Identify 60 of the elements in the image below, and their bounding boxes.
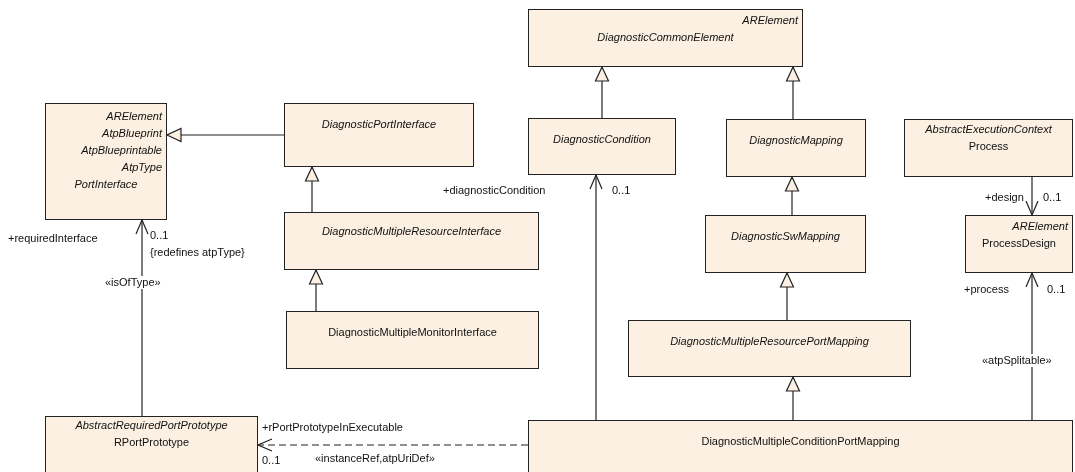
multiplicity: 0..1: [612, 184, 631, 197]
class-box: [528, 9, 803, 67]
stereotype-name: ARElement: [105, 109, 162, 124]
generalization-arrow: [166, 127, 285, 143]
association-arrow: [1025, 176, 1039, 216]
class-box: [528, 118, 676, 175]
class-name: DiagnosticMultipleResourceInterface: [320, 224, 503, 239]
multiplicity: 0..1: [1043, 191, 1062, 204]
role-name: +process: [964, 283, 1009, 296]
class-name: DiagnosticMapping: [748, 133, 844, 148]
class-box: [904, 119, 1073, 177]
class-name: PortInterface: [73, 177, 139, 192]
class-name: DiagnosticCondition: [552, 132, 652, 147]
class-box: [705, 215, 866, 273]
class-name: DiagnosticMultipleConditionPortMapping: [700, 434, 901, 449]
stereotype-name: AtpBlueprint: [100, 126, 162, 141]
class-name: DiagnosticCommonElement: [596, 30, 735, 45]
stereotype-name: AtpBlueprintable: [80, 143, 162, 158]
association-arrow: [1025, 272, 1039, 421]
stereotype-label: «atpSplitable»: [981, 354, 1053, 367]
class-box: [45, 416, 258, 472]
stereotype-name: AbstractExecutionContext: [924, 122, 1053, 137]
class-name: ProcessDesign: [981, 236, 1057, 251]
class-name: DiagnosticMultipleMonitorInterface: [327, 325, 498, 340]
class-box: [286, 311, 539, 369]
stereotype-label: «isOfType»: [104, 276, 162, 289]
role-name: +diagnosticCondition: [443, 184, 546, 197]
class-name: DiagnosticPortInterface: [320, 117, 438, 132]
class-box: [284, 103, 474, 167]
constraint-label: {redefines atpType}: [150, 246, 245, 259]
class-box: [965, 215, 1073, 273]
role-name: +design: [985, 191, 1024, 204]
class-name: DiagnosticMultipleResourcePortMapping: [669, 334, 870, 349]
class-box: [45, 103, 167, 220]
class-box: [628, 320, 911, 377]
stereotype-name: AtpType: [120, 160, 162, 175]
association-arrow: [589, 174, 603, 421]
multiplicity: 0..1: [150, 229, 169, 242]
multiplicity: 0..1: [1047, 283, 1066, 296]
stereotype-label: «instanceRef,atpUriDef»: [314, 452, 436, 465]
class-name: Process: [967, 139, 1010, 154]
class-box: [528, 420, 1073, 472]
generalization-arrow: [784, 176, 800, 216]
class-name: RPortPrototype: [112, 435, 191, 450]
stereotype-name: ARElement: [1011, 219, 1068, 234]
association-arrow: [257, 438, 529, 452]
generalization-arrow: [785, 66, 801, 120]
generalization-arrow: [304, 166, 320, 213]
class-name: DiagnosticSwMapping: [730, 229, 841, 244]
class-box: [726, 119, 866, 177]
class-box: [284, 212, 539, 270]
role-name: +requiredInterface: [8, 232, 98, 245]
stereotype-name: AbstractRequiredPortPrototype: [74, 418, 229, 433]
generalization-arrow: [785, 376, 801, 421]
generalization-arrow: [779, 272, 795, 321]
stereotype-name: ARElement: [741, 13, 798, 28]
multiplicity: 0..1: [262, 454, 281, 467]
association-arrow: [135, 219, 149, 417]
generalization-arrow: [594, 66, 610, 119]
generalization-arrow: [308, 269, 324, 312]
